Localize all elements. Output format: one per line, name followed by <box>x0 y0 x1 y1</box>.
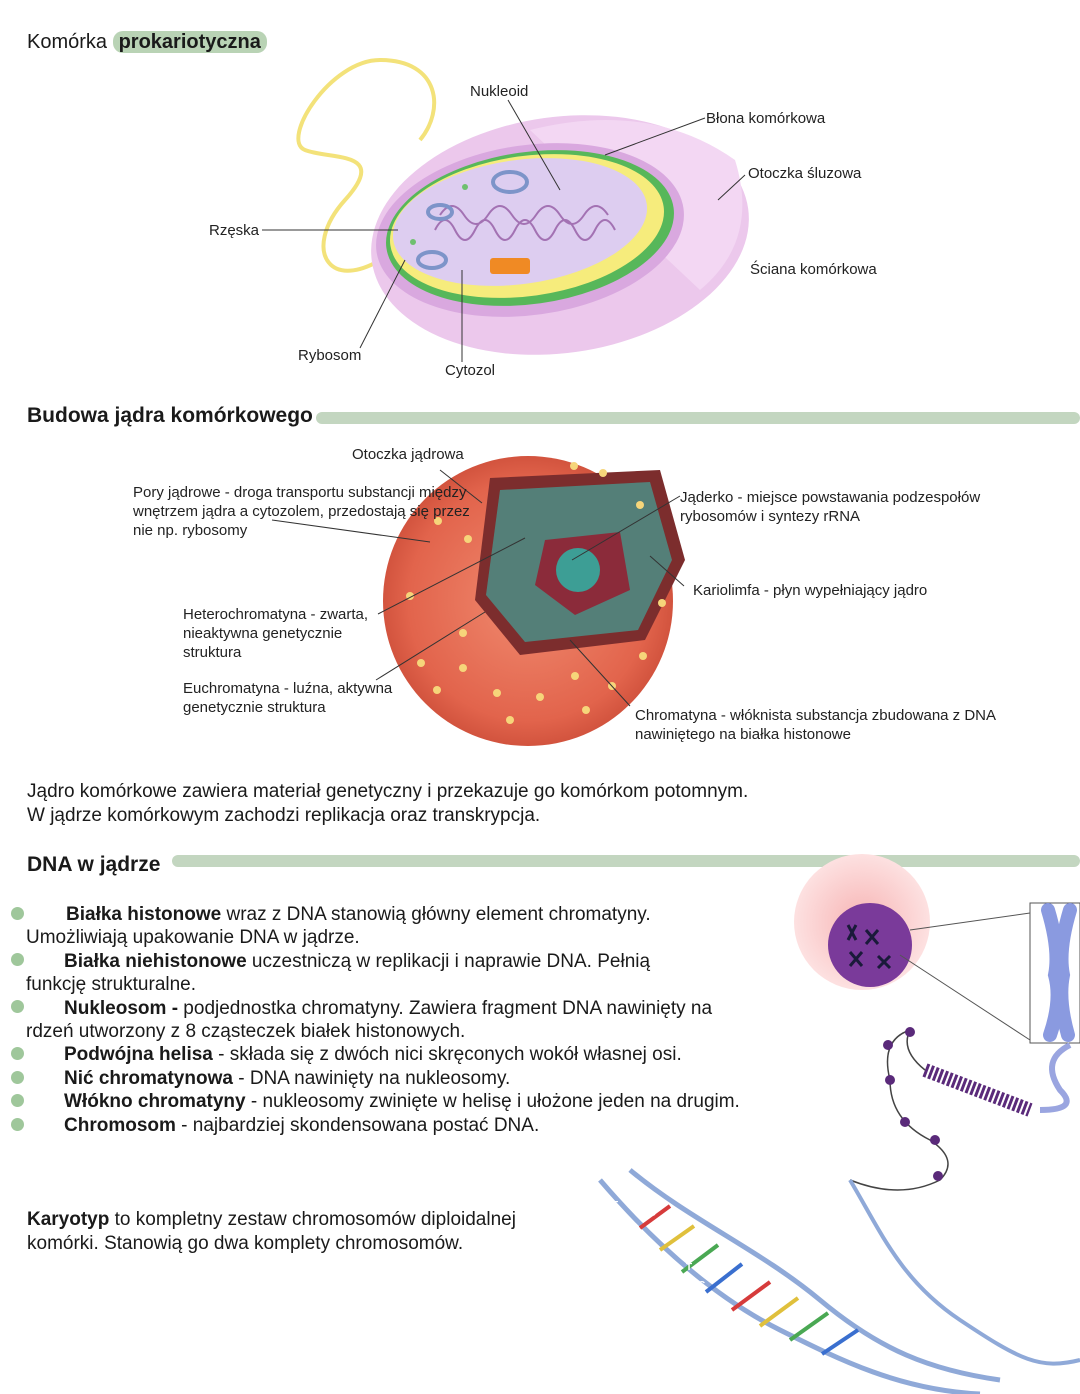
karyotype-line2: komórki. Stanowią go dwa komplety chromo… <box>27 1233 464 1254</box>
item-text: - nukleosomy zwinięte w helisę i ułożone… <box>245 1091 740 1113</box>
bullet-dot <box>11 907 24 920</box>
item-text: podjednostka chromatyny. Zawiera fragmen… <box>178 997 713 1019</box>
nucleus-paragraph-line1: Jądro komórkowe zawiera materiał genetyc… <box>27 781 749 802</box>
bullet-dot <box>11 1118 24 1131</box>
label-nuclear-pores: Pory jądrowe - droga transportu substanc… <box>133 484 470 539</box>
label-capsule: Otoczka śluzowa <box>748 165 862 182</box>
item-text: - składa się z dwóch nici skręconych wok… <box>212 1044 682 1066</box>
item-text: uczestniczą w replikacji i naprawie DNA.… <box>246 950 651 972</box>
label-nuclear-envelope: Otoczka jądrowa <box>352 446 464 463</box>
item-term: Nić chromatynowa <box>64 1067 233 1089</box>
list-item: Nukleosom - podjednostka chromatyny. Zaw… <box>26 997 796 1020</box>
label-heterochromatin: Heterochromatyna - zwarta, nieaktywna ge… <box>183 606 369 661</box>
nucleus-shape <box>828 903 912 987</box>
inclusion-shape <box>490 258 530 274</box>
list-item: Podwójna helisa - składa się z dwóch nic… <box>26 1043 796 1066</box>
base-letter-3: G <box>648 1208 656 1219</box>
prokaryote-cell-diagram <box>262 57 749 362</box>
nucleosomes <box>883 1027 943 1181</box>
base-letter-11: C <box>698 1280 705 1291</box>
item-term: Włókno chromatyny <box>64 1091 246 1113</box>
item-term: Nukleosom - <box>64 997 179 1019</box>
base-letter-7: C <box>674 1244 681 1255</box>
chromosome-shape-2 <box>1054 903 1077 1042</box>
label-cell-membrane: Błona komórkowa <box>706 110 826 127</box>
label-chromatin: Chromatyna - włóknista substancja zbudow… <box>635 707 996 743</box>
item-term: Podwójna helisa <box>64 1044 213 1066</box>
chromatin-fiber <box>1039 1042 1072 1113</box>
label-karyolymph: Kariolimfa - płyn wypełniający jądro <box>693 582 928 599</box>
dna-base-letters: T A C G A T G C A T G C <box>612 1192 705 1299</box>
nucleus-diagram <box>271 456 685 746</box>
item-continuation: Umożliwiają upakowanie DNA w jądrze. <box>26 927 360 949</box>
item-text: - najbardziej skondensowana postać DNA. <box>175 1114 540 1136</box>
base-letter-9: T <box>686 1262 692 1273</box>
base-letter-1: A <box>632 1192 639 1203</box>
item-continuation: rdzeń utworzony z 8 cząsteczek białek hi… <box>26 1021 466 1043</box>
label-nucleolus: Jąderko - miejsce powstawania podzespołó… <box>680 489 981 525</box>
label-ribosome: Rybosom <box>298 347 362 364</box>
item-term: Białka niehistonowe <box>64 950 247 972</box>
base-letter-4: A <box>633 1237 640 1248</box>
label-flagellum: Rzęska <box>209 222 260 239</box>
section-divider <box>316 412 1080 424</box>
chromosomes-small <box>846 924 892 970</box>
base-letter-0: T <box>612 1200 618 1211</box>
nuclear-pores <box>406 462 666 724</box>
list-item: Włókno chromatyny - nukleosomy zwinięte … <box>26 1090 796 1113</box>
nucleosome-strand <box>849 1028 949 1191</box>
bullet-dot <box>11 1071 24 1084</box>
nucleoid-shape <box>434 205 616 241</box>
plasmid-2 <box>426 203 454 221</box>
dna-double-helix <box>598 1168 1080 1394</box>
bullet-dot <box>11 1094 24 1107</box>
title-plain: Komórka <box>27 31 113 53</box>
list-item: Nić chromatynowa - DNA nawinięty na nukl… <box>26 1067 796 1090</box>
item-text: wraz z DNA stanowią główny element chrom… <box>221 904 651 925</box>
base-letter-10: G <box>672 1288 680 1299</box>
bullet-dot <box>11 953 24 966</box>
section-heading-dna: DNA w jądrze <box>27 853 161 876</box>
item-term: Chromosom <box>64 1114 176 1136</box>
flagellum-shape <box>296 57 437 273</box>
karyotype-term: Karyotyp <box>27 1209 110 1230</box>
title-highlight: prokariotyczna <box>112 31 267 53</box>
base-letter-5: T <box>660 1226 666 1237</box>
dna-bullet-list: Białka histonowe wraz z DNA stanowią głó… <box>26 903 796 1137</box>
ribosome-dot-2 <box>410 239 416 245</box>
chromosome-shape <box>1041 903 1065 1042</box>
list-item: Białka histonowe wraz z DNA stanowią głó… <box>26 903 796 926</box>
label-euchromatin: Euchromatyna - luźna, aktywna genetyczni… <box>183 680 393 716</box>
label-cell-wall: Ściana komórkowa <box>750 261 877 278</box>
bullet-dot <box>11 1047 24 1060</box>
nucleolus <box>556 548 600 592</box>
list-item: Chromosom - najbardziej skondensowana po… <box>26 1114 796 1137</box>
karyotype-text: to kompletny zestaw chromosomów diploida… <box>109 1209 516 1230</box>
item-continuation: funkcję strukturalne. <box>26 974 197 996</box>
base-letter-2: C <box>622 1218 629 1229</box>
bullet-dot <box>11 1000 24 1013</box>
karyotype-line1: Karyotyp to kompletny zestaw chromosomów… <box>27 1208 516 1232</box>
base-letter-8: A <box>660 1272 667 1283</box>
base-letter-6: G <box>645 1254 653 1265</box>
item-text: - DNA nawinięty na nukleosomy. <box>232 1067 511 1089</box>
label-nucleoid: Nukleoid <box>470 83 529 100</box>
label-cytosol: Cytozol <box>445 362 496 379</box>
item-term: Białka histonowe <box>66 904 222 925</box>
section-heading-nucleus: Budowa jądra komórkowego <box>27 404 313 427</box>
nucleus-paragraph-line2: W jądrze komórkowym zachodzi replikacja … <box>27 805 541 826</box>
list-item: Białka niehistonowe uczestniczą w replik… <box>26 950 796 973</box>
plasmid-1 <box>491 170 529 194</box>
page-title: Komórka prokariotyczna <box>27 31 267 54</box>
plasmid-3 <box>416 250 448 270</box>
ribosome-dot-1 <box>462 184 468 190</box>
solenoid-fiber <box>922 1063 1033 1117</box>
